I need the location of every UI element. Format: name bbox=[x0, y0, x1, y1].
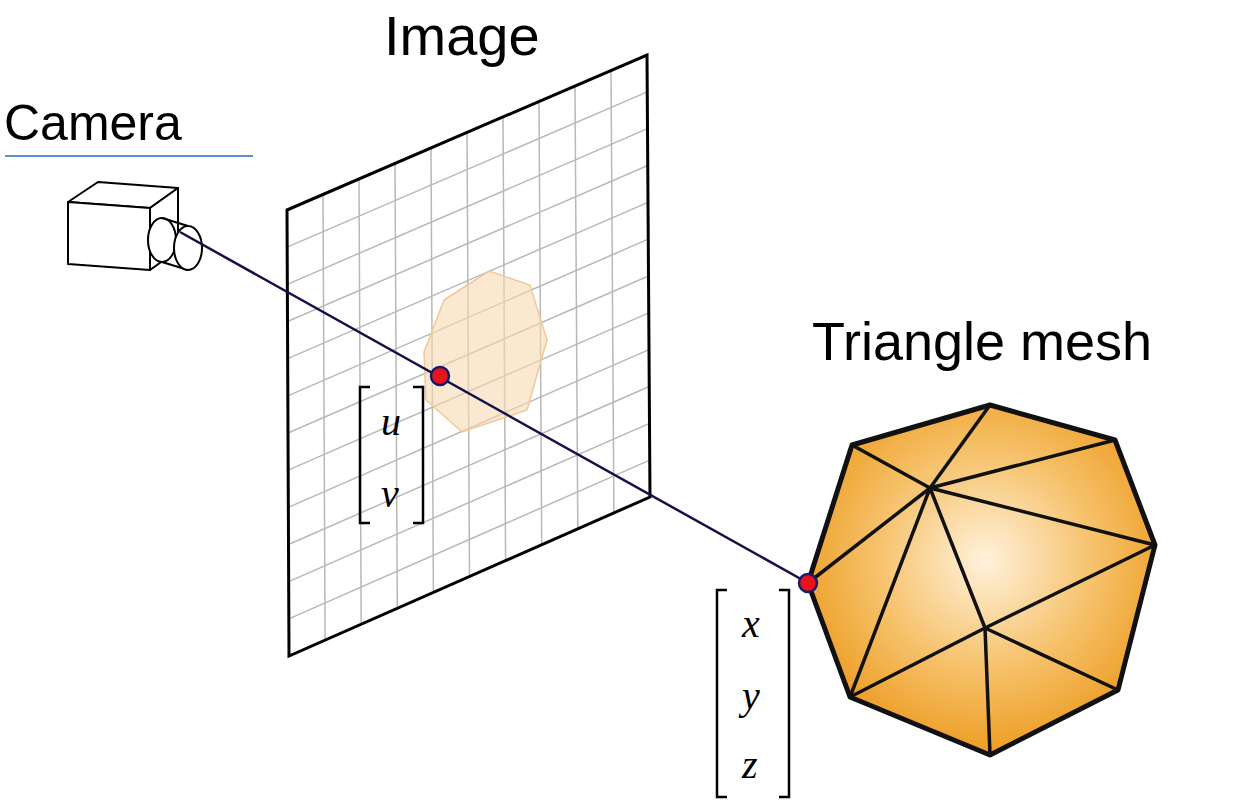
vector-bracket bbox=[717, 590, 789, 797]
vector-component: z bbox=[742, 745, 758, 785]
vector-component: x bbox=[742, 604, 760, 644]
vector-component: u bbox=[381, 402, 401, 442]
vector-component: v bbox=[381, 474, 399, 514]
grid-line bbox=[287, 92, 647, 247]
vector-component: y bbox=[742, 676, 760, 716]
grid-line bbox=[289, 460, 650, 619]
surface-point bbox=[799, 574, 817, 592]
projected-silhouette bbox=[424, 271, 547, 432]
camera-label: Camera bbox=[4, 98, 182, 148]
mesh-label: Triangle mesh bbox=[812, 314, 1152, 368]
pixel-point bbox=[431, 367, 449, 385]
camera-ray bbox=[180, 232, 808, 583]
triangle-mesh bbox=[808, 405, 1155, 755]
plane-label: Image bbox=[384, 8, 540, 64]
vector-bracket bbox=[360, 387, 423, 523]
camera-icon bbox=[68, 182, 202, 270]
grid-line bbox=[287, 129, 647, 285]
label-underline bbox=[5, 155, 253, 157]
image-plane bbox=[287, 55, 650, 656]
grid-line bbox=[289, 423, 650, 581]
